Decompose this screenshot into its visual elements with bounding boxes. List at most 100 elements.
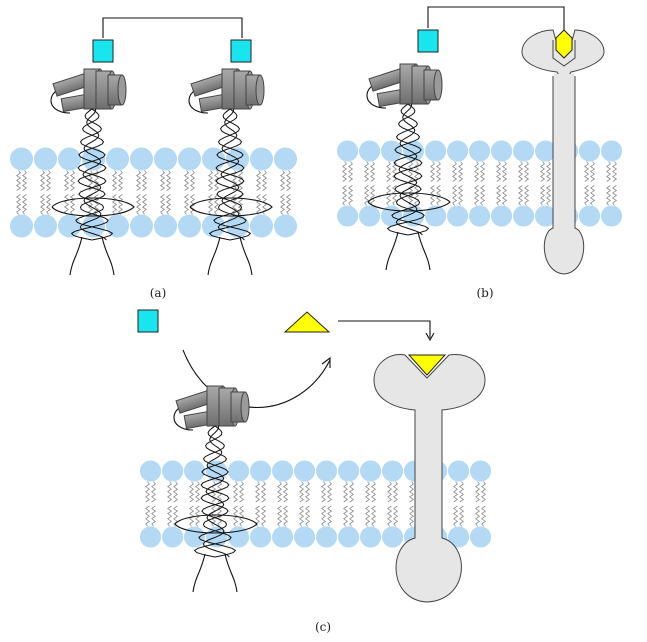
helix-strand [395,103,423,236]
lipid-head [272,460,294,482]
lipid-head [382,526,404,548]
cyan-square-icon [230,39,252,63]
delivery-arrow [338,320,431,338]
lipid-head [360,526,382,548]
lipid-tail [305,481,311,503]
lipid-head [10,147,34,171]
lipid-head [178,147,202,171]
lipid-head [338,460,360,482]
lipid-head [491,205,513,227]
lipid-head [178,214,202,238]
helix-strand [391,103,430,236]
lipid-head [359,140,381,162]
lipid-head [447,140,469,162]
lipid-tail [167,481,173,503]
receptor-a-right [188,68,273,276]
lipid-tail [167,505,173,527]
lipid-head [154,147,178,171]
lipid-tail [590,185,596,206]
lipid-tail [590,161,596,182]
lipid-tail [365,505,371,527]
lipid-tail [151,505,157,527]
lipid-tail [342,161,348,182]
lipid-tail [584,161,590,182]
receptor-leg [101,236,115,276]
lipid-head [274,147,298,171]
lipid-tail [612,185,618,206]
lipid-head [162,460,184,482]
lipid-tail [524,161,530,182]
lipid-tail [261,481,267,503]
lipid-tail [348,185,354,206]
lipid-head [425,205,447,227]
lipid-head [294,526,316,548]
lipid-head [491,140,513,162]
lipid-tail [189,481,195,503]
lipid-tail [214,194,220,215]
lipid-tail [386,161,392,182]
lipid-head [57,214,82,238]
lipid-tail [546,185,552,206]
lipid-tail [408,161,414,182]
lipid-head [470,526,492,548]
helix-strand [75,108,114,241]
lipid-tail [277,505,283,527]
lipid-tail [118,170,124,191]
membrane-receptor-stalk-b [543,76,585,275]
lipid-tail [239,481,245,503]
lipid-tail [46,170,52,191]
lipid-tail [349,481,355,503]
yellow-hexagon-icon [555,29,573,59]
stalk-joint [554,74,574,80]
cyan-square-icon [137,309,159,333]
lipid-tail [214,170,220,191]
lipid-head [10,214,34,238]
helix-strand [79,108,107,241]
conversion-arrow [182,349,331,409]
lipid-head [250,460,272,482]
lipid-tail [387,481,393,503]
receptor-leg [192,553,206,593]
lipid-tail [233,481,239,503]
lipid-head [34,214,58,238]
lipid-head [469,205,491,227]
lipid-head [130,214,154,238]
lipid-tail [145,505,151,527]
lipid-tail [458,161,464,182]
lipid-head [106,214,130,238]
lipid-tail [475,505,481,527]
lipid-tail [502,161,508,182]
lipid-tail [453,505,459,527]
lipid-tail [277,481,283,503]
lipid-tail [190,194,196,215]
lipid-tail [453,481,459,503]
lipid-head [249,147,274,171]
helix-cylinder [423,69,443,101]
lipid-tail [452,161,458,182]
helix-strand [213,108,252,241]
lipid-head [448,460,470,482]
lipid-tail [151,481,157,503]
lipid-tail [393,481,399,503]
lipid-tail [540,185,546,206]
lipid-tail [136,194,142,215]
lipid-tail [364,161,370,182]
lipid-head [250,526,272,548]
lipid-tail [496,185,502,206]
lipid-tail [436,185,442,206]
lipid-tail [392,185,398,206]
lipid-tail [370,161,376,182]
lipid-tail [16,170,22,191]
lipid-tail [459,505,465,527]
lipid-tail [524,185,530,206]
lipid-tail [112,194,118,215]
lipid-head [359,205,381,227]
lipid-head [316,460,338,482]
lipid-tail [452,185,458,206]
lipid-tail [40,194,46,215]
lipid-tail [342,185,348,206]
lipid-tail [518,185,524,206]
membrane-receptor-c [373,354,486,603]
lipid-tail [238,170,244,191]
lipid-tail [70,194,76,215]
